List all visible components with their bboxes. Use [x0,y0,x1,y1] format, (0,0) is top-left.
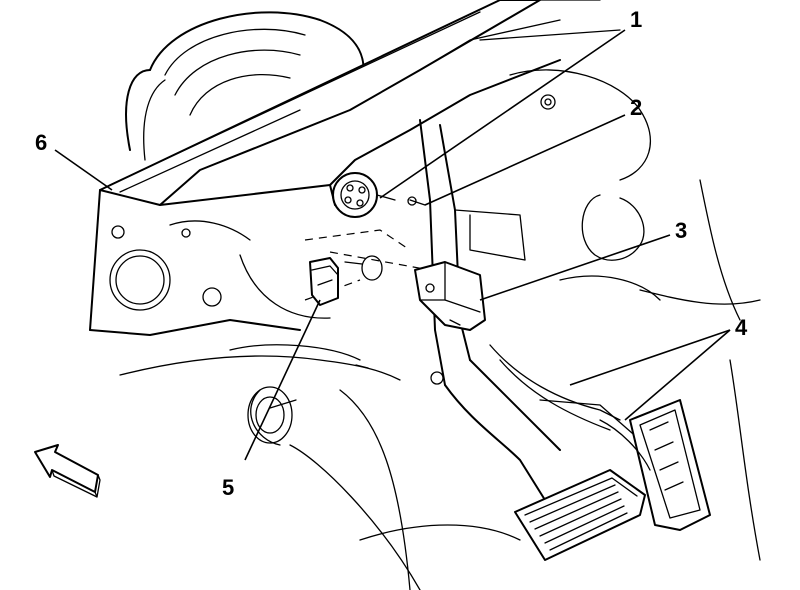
right-wall [509,69,761,321]
callout-6: 6 [35,130,47,155]
pedal-bracket [489,344,641,441]
mounting-stud [407,196,426,206]
pedal-socket [344,255,383,281]
brake-pedal-pad [514,469,646,561]
callout-4: 4 [735,315,748,340]
firewall-panel [89,189,331,336]
floor-outline [119,344,761,590]
callout-5: 5 [222,475,234,500]
callout-2: 2 [630,95,642,120]
brake-booster-housing [125,11,365,161]
retaining-clip [309,257,339,306]
accelerator-pedal [599,399,711,531]
callout-1: 1 [630,7,642,32]
grommet-part [332,172,396,218]
forward-arrow-icon [34,444,101,498]
leader-lines [54,29,731,461]
switch-module [414,261,486,331]
callout-3: 3 [675,218,687,243]
